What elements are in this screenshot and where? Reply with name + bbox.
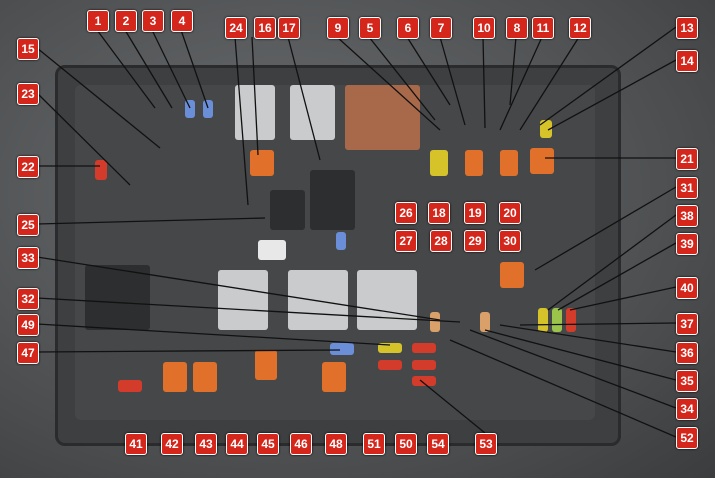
- fuse: [530, 148, 554, 174]
- fuse-label: 1: [87, 10, 109, 32]
- fuse-label: 25: [17, 214, 39, 236]
- fuse-label: 34: [676, 398, 698, 420]
- fuse: [203, 100, 213, 118]
- fuse-label: 3: [142, 10, 164, 32]
- fuse-label: 40: [676, 277, 698, 299]
- relay: [288, 270, 348, 330]
- fuse-label: 38: [676, 205, 698, 227]
- fuse-label: 48: [325, 433, 347, 455]
- relay: [310, 170, 355, 230]
- fuse-label: 26: [395, 202, 417, 224]
- fuse-label: 18: [428, 202, 450, 224]
- fuse: [540, 120, 552, 138]
- fuse-label: 22: [17, 156, 39, 178]
- fuse-label: 49: [17, 314, 39, 336]
- fuse-label: 16: [254, 17, 276, 39]
- fuse: [378, 360, 402, 370]
- fuse: [378, 343, 402, 353]
- fuse-label: 41: [125, 433, 147, 455]
- fuse-label: 37: [676, 313, 698, 335]
- relay: [357, 270, 417, 330]
- fuse: [500, 262, 524, 288]
- fuse: [250, 150, 274, 176]
- fuse-label: 24: [225, 17, 247, 39]
- fuse-label: 20: [499, 202, 521, 224]
- fuse-label: 8: [506, 17, 528, 39]
- fuse-label: 54: [427, 433, 449, 455]
- fuse: [330, 343, 354, 355]
- fuse-label: 39: [676, 233, 698, 255]
- fuse-label: 29: [464, 230, 486, 252]
- fuse: [430, 312, 440, 332]
- fuse-label: 53: [475, 433, 497, 455]
- fuse: [412, 376, 436, 386]
- fuse: [163, 362, 187, 392]
- fuse: [255, 350, 277, 380]
- fuse-label: 10: [473, 17, 495, 39]
- fuse-label: 15: [17, 38, 39, 60]
- fuse-label: 36: [676, 342, 698, 364]
- fuse-label: 42: [161, 433, 183, 455]
- fuse-label: 46: [290, 433, 312, 455]
- fuse-label: 4: [171, 10, 193, 32]
- connector: [258, 240, 286, 260]
- fuse-label: 27: [395, 230, 417, 252]
- fuse: [430, 150, 448, 176]
- fuse: [538, 308, 548, 332]
- fuse-label: 7: [430, 17, 452, 39]
- fuse-label: 32: [17, 288, 39, 310]
- fuse-label: 52: [676, 427, 698, 449]
- fuse-label: 31: [676, 177, 698, 199]
- fuse: [118, 380, 142, 392]
- fuse-label: 2: [115, 10, 137, 32]
- fuse-label: 19: [464, 202, 486, 224]
- relay: [218, 270, 268, 330]
- fuse-label: 43: [195, 433, 217, 455]
- fuse-label: 21: [676, 148, 698, 170]
- fuse-label: 35: [676, 370, 698, 392]
- fuse-label: 50: [395, 433, 417, 455]
- fuse-label: 30: [499, 230, 521, 252]
- fuse-label: 12: [569, 17, 591, 39]
- fuse: [336, 232, 346, 250]
- fuse: [465, 150, 483, 176]
- fuse-label: 11: [532, 17, 554, 39]
- fuse-label: 47: [17, 342, 39, 364]
- fuse-label: 28: [430, 230, 452, 252]
- fuse: [566, 308, 576, 332]
- fuse-label: 9: [327, 17, 349, 39]
- fuse: [322, 362, 346, 392]
- fuse-label: 17: [278, 17, 300, 39]
- fuse-label: 45: [257, 433, 279, 455]
- fuse: [412, 343, 436, 353]
- fuse-label: 6: [397, 17, 419, 39]
- fuse-label: 44: [226, 433, 248, 455]
- fuse: [185, 100, 195, 118]
- fuse-label: 51: [363, 433, 385, 455]
- fuse-label: 14: [676, 50, 698, 72]
- relay: [345, 85, 420, 150]
- fuse: [500, 150, 518, 176]
- fuse-label: 33: [17, 247, 39, 269]
- fuse: [552, 308, 562, 332]
- relay: [270, 190, 305, 230]
- fuse-label: 23: [17, 83, 39, 105]
- fuse: [412, 360, 436, 370]
- fuse-label: 13: [676, 17, 698, 39]
- relay: [85, 265, 150, 330]
- fuse-label: 5: [359, 17, 381, 39]
- fuse: [193, 362, 217, 392]
- fuse: [95, 160, 107, 180]
- fuse: [480, 312, 490, 332]
